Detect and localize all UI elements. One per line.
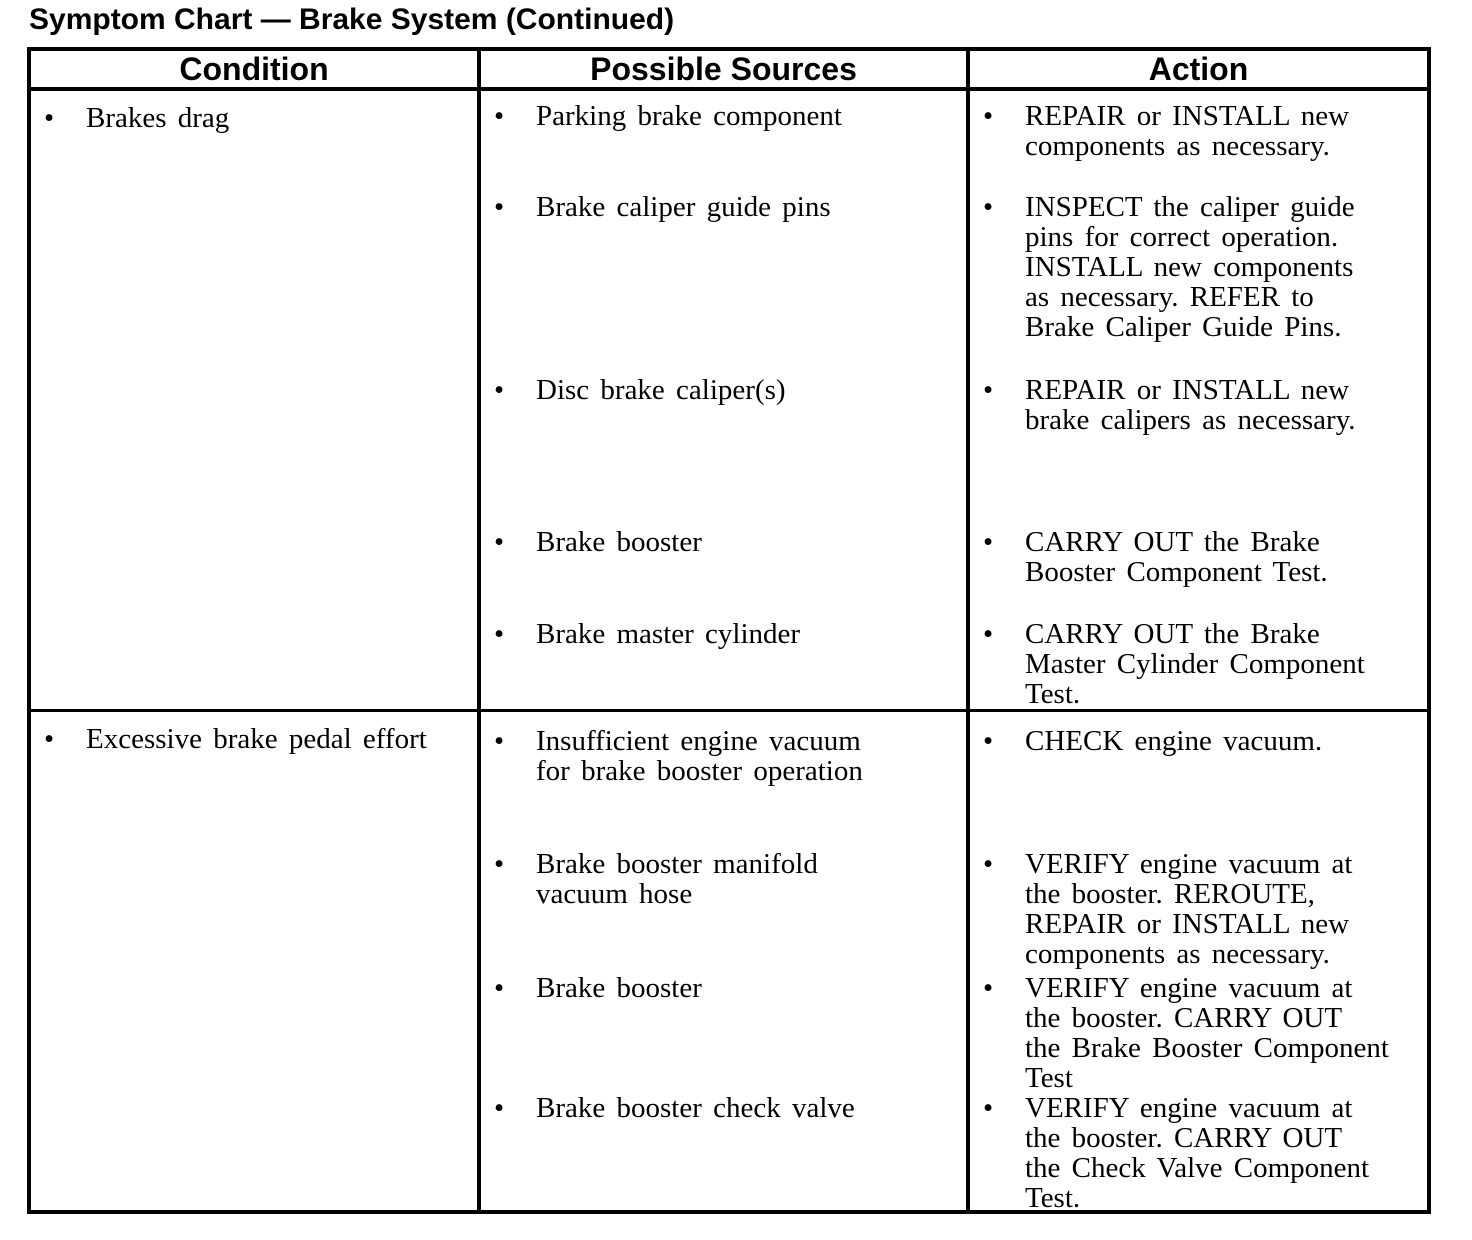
sources-cell: • Parking brake component • Brake caliper g… <box>481 91 970 709</box>
source-item: • Disc brake caliper(s) <box>494 375 960 405</box>
source-text: Insufficient engine vacuum for brake boo… <box>536 725 863 787</box>
source-item: • Brake booster manifold vacuum hose <box>494 849 960 909</box>
symptom-table: Condition Possible Sources Action • Brake… <box>27 47 1431 1214</box>
source-text: Brake booster <box>536 972 702 1004</box>
bullet-icon: • <box>494 374 505 406</box>
condition-text: Brakes drag <box>86 102 230 134</box>
bullet-icon: • <box>983 191 994 223</box>
action-item: • CARRY OUT the Brake Booster Component T… <box>983 527 1421 587</box>
bullet-icon: • <box>983 618 994 650</box>
action-cell: • REPAIR or INSTALL new components as nec… <box>970 91 1427 709</box>
bullet-icon: • <box>44 102 55 134</box>
source-text: Brake booster manifold vacuum hose <box>536 848 818 910</box>
source-text: Disc brake caliper(s) <box>536 374 786 406</box>
action-text: VERIFY engine vacuum at the booster. CAR… <box>1025 1092 1370 1214</box>
source-item: • Brake caliper guide pins <box>494 192 960 222</box>
bullet-icon: • <box>494 848 505 880</box>
action-item: • REPAIR or INSTALL new brake calipers as… <box>983 375 1421 435</box>
source-text: Parking brake component <box>536 100 842 132</box>
source-item: • Insufficient engine vacuum for brake bo… <box>494 726 960 786</box>
action-text: REPAIR or INSTALL new brake calipers as … <box>1025 374 1356 436</box>
action-item: • REPAIR or INSTALL new components as nec… <box>983 101 1421 161</box>
action-item: • VERIFY engine vacuum at the booster. CA… <box>983 1093 1421 1213</box>
action-text: INSPECT the caliper guide pins for corre… <box>1025 191 1355 343</box>
table-body: • Brakes drag • Parking brake component • Bra… <box>31 91 1427 1213</box>
table-header-row: Condition Possible Sources Action <box>31 51 1427 91</box>
bullet-icon: • <box>494 1092 505 1124</box>
bullet-icon: • <box>494 725 505 757</box>
source-text: Brake caliper guide pins <box>536 191 831 223</box>
table-row: • Brakes drag • Parking brake component • Bra… <box>31 91 1427 712</box>
action-cell: • CHECK engine vacuum. • VERIFY engine vacu… <box>970 712 1427 1213</box>
source-item: • Brake master cylinder <box>494 619 960 649</box>
bullet-icon: • <box>44 723 55 755</box>
bullet-icon: • <box>983 725 994 757</box>
bullet-icon: • <box>494 526 505 558</box>
action-item: • CARRY OUT the Brake Master Cylinder Com… <box>983 619 1421 709</box>
action-item: • VERIFY engine vacuum at the booster. RE… <box>983 849 1421 969</box>
bullet-icon: • <box>494 191 505 223</box>
column-header-condition: Condition <box>31 51 481 87</box>
source-item: • Brake booster <box>494 527 960 557</box>
condition-item: • Brakes drag <box>44 103 471 133</box>
action-text: VERIFY engine vacuum at the booster. CAR… <box>1025 972 1389 1094</box>
source-text: Brake booster check valve <box>536 1092 855 1124</box>
action-text: REPAIR or INSTALL new components as nece… <box>1025 100 1350 162</box>
page-title: Symptom Chart — Brake System (Continued) <box>29 3 675 36</box>
action-item: • VERIFY engine vacuum at the booster. CA… <box>983 973 1421 1093</box>
source-item: • Parking brake component <box>494 101 960 131</box>
action-text: VERIFY engine vacuum at the booster. RER… <box>1025 848 1353 970</box>
sources-cell: • Insufficient engine vacuum for brake bo… <box>481 712 970 1210</box>
condition-cell: • Excessive brake pedal effort <box>31 712 481 1210</box>
bullet-icon: • <box>494 618 505 650</box>
column-header-action: Action <box>1148 51 1249 87</box>
condition-cell: • Brakes drag <box>31 91 481 709</box>
bullet-icon: • <box>494 100 505 132</box>
table-row: • Excessive brake pedal effort • Insufficie… <box>31 712 1427 1213</box>
bullet-icon: • <box>983 100 994 132</box>
action-text: CARRY OUT the Brake Master Cylinder Comp… <box>1025 618 1365 710</box>
bullet-icon: • <box>494 972 505 1004</box>
action-text: CARRY OUT the Brake Booster Component Te… <box>1025 526 1328 588</box>
source-item: • Brake booster <box>494 973 960 1003</box>
bullet-icon: • <box>983 526 994 558</box>
bullet-icon: • <box>983 848 994 880</box>
action-item: • INSPECT the caliper guide pins for corr… <box>983 192 1421 342</box>
bullet-icon: • <box>983 374 994 406</box>
source-text: Brake booster <box>536 526 702 558</box>
condition-text: Excessive brake pedal effort <box>86 723 427 755</box>
action-item: • CHECK engine vacuum. <box>983 726 1421 756</box>
source-text: Brake master cylinder <box>536 618 801 650</box>
bullet-icon: • <box>983 1092 994 1124</box>
condition-item: • Excessive brake pedal effort <box>44 724 471 754</box>
column-header-possible-sources: Possible Sources <box>481 51 970 87</box>
source-item: • Brake booster check valve <box>494 1093 960 1123</box>
action-text: CHECK engine vacuum. <box>1025 725 1323 757</box>
bullet-icon: • <box>983 972 994 1004</box>
